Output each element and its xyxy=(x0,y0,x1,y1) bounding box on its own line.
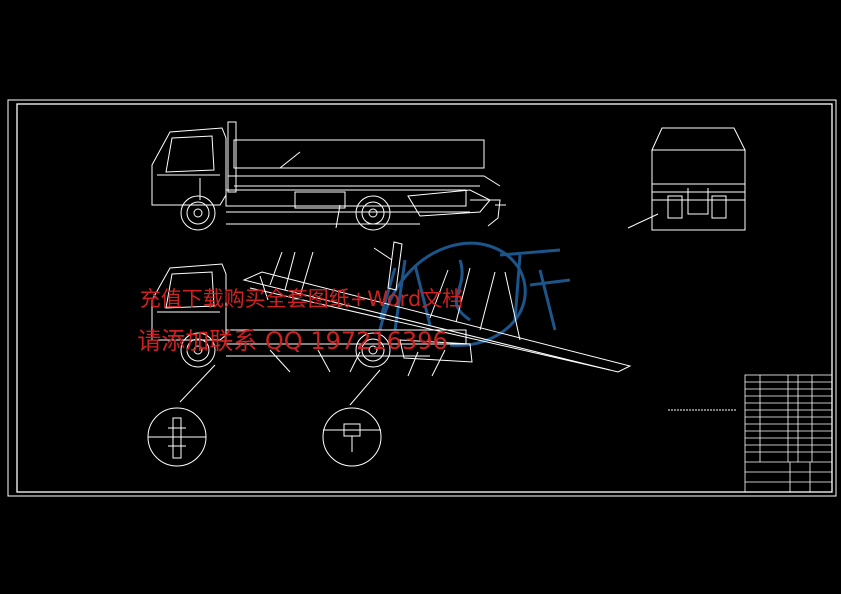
truck-side-view-top xyxy=(151,121,506,231)
title-block xyxy=(744,374,833,493)
truck-end-view xyxy=(627,127,746,231)
outer-border xyxy=(7,99,837,497)
inner-border xyxy=(16,103,833,493)
detail-view-left xyxy=(147,407,207,467)
watermark-line-1: 充值下载购买全套图纸+Word文档 xyxy=(139,287,464,311)
detail-view-right xyxy=(322,407,382,467)
truck-side-view-bottom xyxy=(151,241,632,406)
watermark-line-2: 请添加联系 QQ 197216396 xyxy=(137,327,448,355)
logo-swoosh-icon xyxy=(378,241,571,347)
